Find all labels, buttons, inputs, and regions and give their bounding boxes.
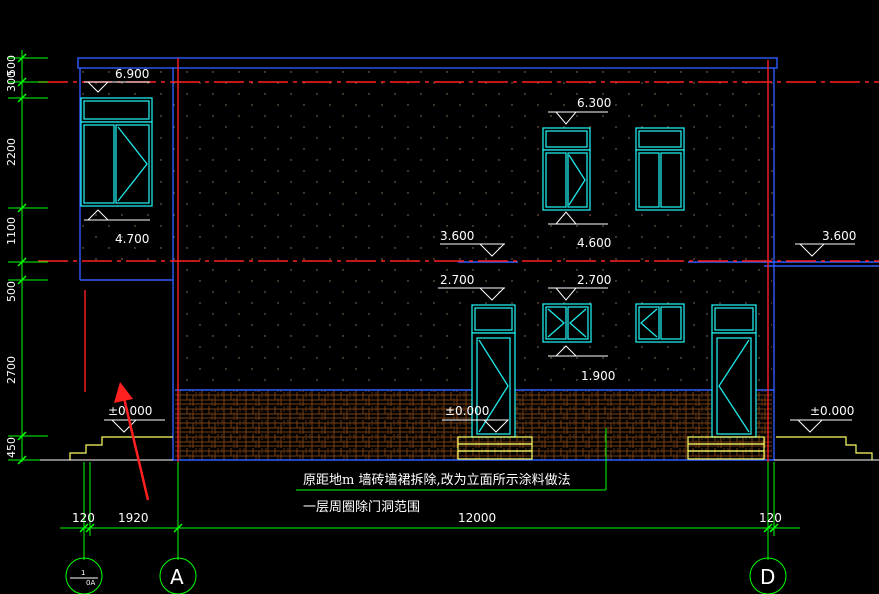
axis-a-label: A [170,565,184,589]
steps [40,436,879,461]
door-right [711,304,757,438]
elev-6300: 6.300 [577,96,611,110]
elev-ground-center: ±0.000 [445,404,489,418]
elev-1900: 1.900 [581,369,615,383]
bdim-120-right: 120 [759,511,782,525]
window-upper-left [80,97,153,207]
detail-ref-bottom: 0A [86,579,95,587]
elev-4700: 4.700 [115,232,149,246]
wall-outline [77,57,879,461]
vdim-300: 300 [5,71,18,92]
elev-3600-right: 3.600 [822,229,856,243]
axis-d-label: D [760,565,775,589]
axis-lines [38,58,879,462]
window-lower-right [635,303,685,343]
vdim-500: 500 [5,55,18,76]
detail-ref-top: 1 [81,569,85,577]
annotation: 原距地m 墙砖墙裙拆除,改为立面所示涂料做法 一层周圈除门洞范围 [296,428,607,515]
bdim-12000: 12000 [458,511,496,525]
elevation-markers: 6.900 6.300 4.700 4.600 3.600 3.600 2.70… [84,67,856,433]
red-arrow [114,382,150,501]
elev-6900: 6.900 [115,67,149,81]
wall-surface [80,68,776,460]
annotation-line1: 原距地m 墙砖墙裙拆除,改为立面所示涂料做法 [303,472,571,488]
window-upper-mid [542,127,591,211]
axis-bubbles: 1 0A A D [65,557,787,594]
vdim-450: 450 [5,437,18,458]
elev-ground-left: ±0.000 [108,404,152,418]
elev-4600: 4.600 [577,236,611,250]
bdim-1920: 1920 [118,511,149,525]
vdim-500b: 500 [5,281,18,302]
window-upper-right [635,127,685,211]
elev-2700-right: 2.700 [577,273,611,287]
elev-2700-left: 2.700 [440,273,474,287]
vdim-2700: 2700 [5,356,18,384]
vdim-1100: 1100 [5,217,18,245]
annotation-line2: 一层周圈除门洞范围 [303,500,420,515]
left-dimension-chain: 300 500 2200 1100 500 2700 450 [5,50,48,465]
elev-3600-left: 3.600 [440,229,474,243]
window-lower-mid [542,303,592,343]
vdim-2200: 2200 [5,138,18,166]
bdim-120-left: 120 [72,511,95,525]
elev-ground-right: ±0.000 [810,404,854,418]
bottom-dimension-chain: 120 1920 12000 120 [60,462,800,560]
